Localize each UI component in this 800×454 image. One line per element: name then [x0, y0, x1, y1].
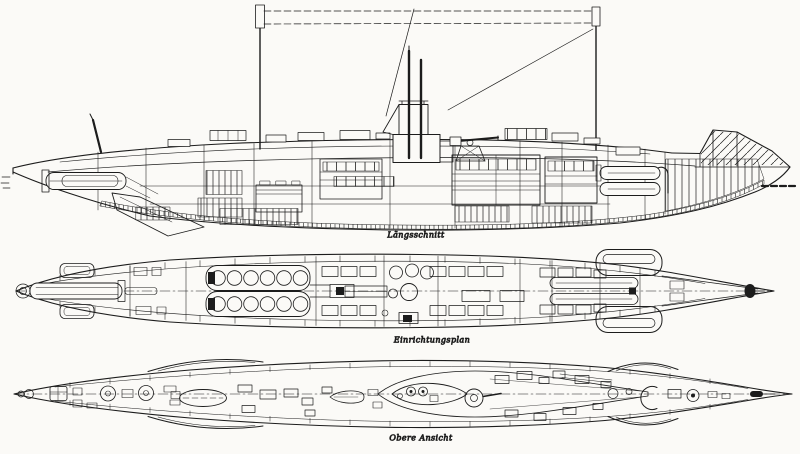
hatch-coaming	[640, 386, 658, 410]
control-room-plan	[381, 263, 434, 324]
antenna-lead-in	[385, 8, 415, 117]
bow-plane-guard	[147, 416, 264, 429]
stern-free-flooding-hatch	[665, 158, 765, 212]
stern-torpedo-tubes	[595, 164, 669, 196]
stern-structure	[665, 129, 799, 212]
stern-plane-guard	[607, 362, 679, 372]
berth-rows	[321, 266, 607, 316]
hull-plan-outline	[15, 253, 775, 329]
capstan	[138, 385, 154, 401]
exhaust-pipe	[657, 166, 669, 194]
view-longitudinal-section: Längsschnitt	[0, 4, 799, 240]
battery-compartments	[197, 170, 593, 225]
radio-masts-and-antenna	[89, 4, 601, 154]
torpedo-loading-hatch	[179, 389, 227, 407]
gun-platform	[377, 370, 649, 418]
frame-ticks-bottom	[69, 400, 711, 427]
stern-deck-fittings	[640, 386, 776, 410]
deck-gun	[449, 135, 499, 162]
stern-plane-guard	[607, 416, 679, 426]
deck-fittings-side	[167, 128, 641, 156]
bow-stub-mast	[91, 118, 103, 154]
torpedo-tube-plan	[29, 282, 123, 300]
periscope-top	[418, 386, 428, 397]
bow-deck-fittings	[17, 385, 227, 409]
stern-plane-guard-port	[595, 249, 663, 276]
engines-plan	[205, 265, 355, 317]
bow-plane-port	[59, 263, 95, 278]
frame-ticks-top	[69, 361, 711, 388]
anchor-windlass	[49, 386, 68, 401]
aft-stay-wire	[447, 28, 594, 111]
bow-plan	[15, 263, 167, 319]
electric-motor	[544, 156, 598, 204]
periscope-top	[406, 386, 416, 397]
antenna-wire	[263, 22, 593, 25]
stern-plane-guard-starboard	[595, 306, 663, 333]
stern-tube-plan	[549, 293, 639, 305]
stern-tube-plan	[549, 277, 639, 289]
keel-frame-band	[99, 179, 765, 230]
bow-plane-starboard	[59, 304, 95, 319]
stern-plan	[549, 249, 766, 333]
mid-deck-fittings	[237, 384, 383, 417]
conning-tower	[382, 45, 454, 163]
bow-hydroplane-fin	[111, 192, 205, 237]
torpedo	[61, 175, 119, 187]
conning-tower-top-view	[377, 370, 649, 418]
bulkheads-plan	[129, 255, 641, 327]
capstan	[100, 385, 116, 402]
label-top-view: Obere Ansicht	[389, 434, 453, 443]
label-arrangement-plan: Einrichtungsplan	[393, 336, 470, 345]
platform-deck-fittings	[489, 370, 641, 421]
view-top-view: Obere Ansicht	[13, 359, 793, 443]
engine-room	[319, 154, 598, 206]
bow-waterline-marks	[0, 176, 11, 189]
plane-guards-top-view	[147, 359, 679, 429]
fuel-tank	[255, 180, 303, 213]
bow-torpedo-tube	[41, 169, 159, 199]
bow-plane-guard	[147, 359, 264, 372]
label-longitudinal-section: Längsschnitt	[386, 231, 445, 240]
gun-barrel	[458, 136, 499, 142]
gun-turntable	[464, 388, 484, 408]
gun-barrel-top	[482, 392, 502, 398]
bridge-rail	[398, 100, 429, 105]
dinghy	[329, 390, 365, 404]
hull-top-outline	[13, 359, 793, 429]
view-arrangement-plan: Einrichtungsplan	[15, 249, 775, 345]
